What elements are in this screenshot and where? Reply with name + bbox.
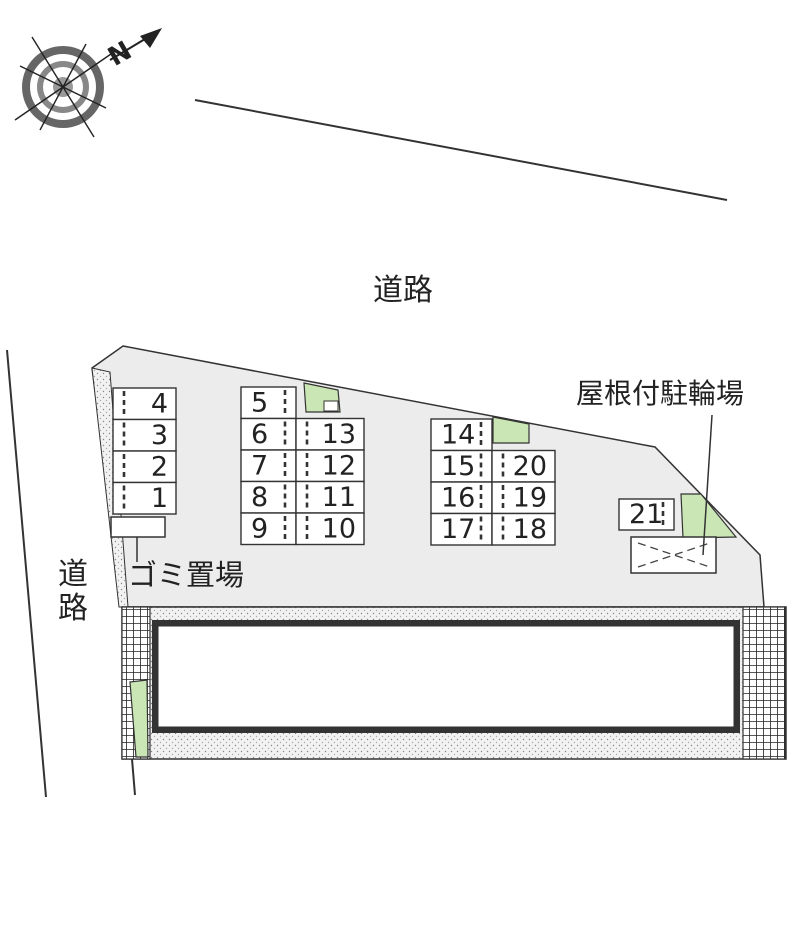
parking-space-14: 14: [430, 418, 493, 452]
building-inner: [157, 625, 735, 728]
parking-space-5: 5: [240, 386, 297, 420]
parking-space-6: 6: [240, 417, 297, 451]
parking-number: 14: [441, 420, 475, 451]
parking-space-8: 8: [240, 480, 297, 514]
parking-space-19: 19: [491, 481, 556, 515]
parking-space-10: 10: [295, 512, 365, 546]
parking-number: 19: [513, 483, 547, 514]
compass-icon: N: [14, 28, 162, 138]
parking-space-18: 18: [491, 512, 556, 546]
parking-number: 5: [251, 388, 268, 419]
garbage-label: ゴミ置場: [128, 558, 244, 592]
parking-number: 3: [151, 420, 168, 451]
parking-number: 4: [151, 389, 168, 420]
parking-number: 9: [251, 514, 268, 545]
parking-space-9: 9: [240, 512, 297, 546]
bike-parking-leader: [702, 414, 713, 556]
compass-north-label: N: [103, 36, 137, 73]
parking-number: 20: [513, 451, 547, 482]
parking-number: 2: [151, 452, 168, 483]
parking-number: 10: [322, 514, 356, 545]
road-edge-top: [194, 99, 728, 201]
parking-number: 7: [251, 451, 268, 482]
parking-number: 1: [151, 483, 168, 514]
parking-number: 11: [322, 482, 356, 513]
parking-number: 8: [251, 482, 268, 513]
parking-number: 13: [322, 419, 356, 450]
green-area-left: [129, 679, 149, 758]
parking-number: 21: [629, 499, 663, 530]
parking-number: 16: [441, 483, 475, 514]
green-area-3: [680, 493, 738, 539]
parking-space-20: 20: [491, 449, 556, 483]
parking-space-21: 21: [618, 498, 675, 531]
green-area-1-box: [323, 400, 339, 412]
parking-space-13: 13: [295, 417, 365, 451]
parking-space-15: 15: [430, 449, 493, 483]
garbage-area: [110, 516, 166, 538]
road-top-label: 道路: [373, 273, 433, 308]
parking-number: 15: [441, 451, 475, 482]
hatched-area-right: [742, 606, 786, 760]
bike-parking-area: [630, 536, 717, 574]
parking-space-17: 17: [430, 512, 493, 546]
road-left-label-1: 道: [58, 557, 88, 592]
parking-number: 6: [251, 419, 268, 450]
parking-number: 18: [513, 514, 547, 545]
parking-number: 12: [322, 451, 356, 482]
parking-space-3: 3: [112, 418, 177, 452]
parking-space-2: 2: [112, 450, 177, 484]
bike-parking-label: 屋根付駐輪場: [576, 377, 744, 410]
green-area-2: [492, 416, 530, 444]
road-edge-left: [6, 349, 47, 798]
parking-space-7: 7: [240, 449, 297, 483]
parking-space-4: 4: [112, 387, 177, 421]
parking-space-11: 11: [295, 480, 365, 514]
road-edge-left-lower: [131, 758, 136, 796]
road-left-label-2: 路: [58, 591, 88, 626]
parking-number: 17: [441, 514, 475, 545]
parking-space-1: 1: [112, 481, 177, 515]
parking-space-12: 12: [295, 449, 365, 483]
parking-space-16: 16: [430, 481, 493, 515]
